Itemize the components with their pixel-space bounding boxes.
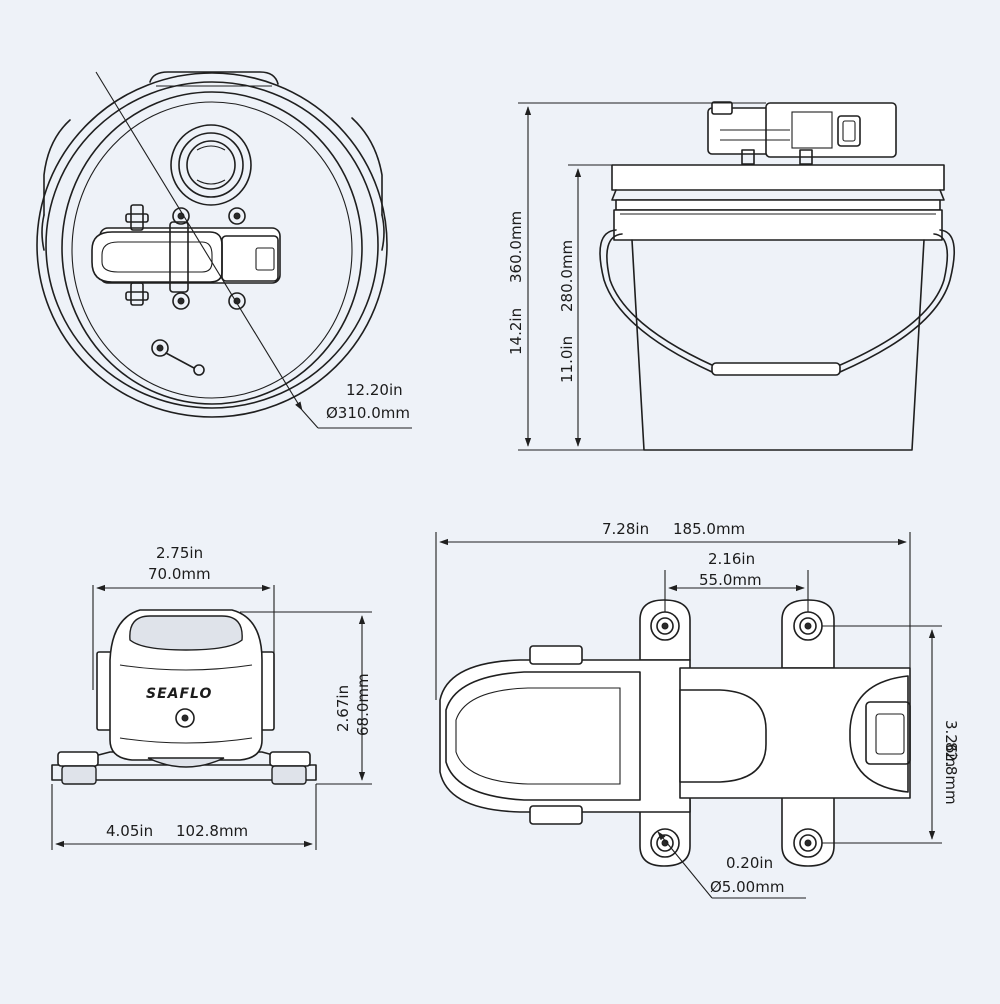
pump-motor: [439, 659, 691, 813]
diameter-in-label: 12.20in: [346, 381, 403, 399]
pump-base: [51, 764, 317, 781]
base-width-mm-label: 102.8mm: [176, 822, 248, 840]
diameter-leader: [95, 71, 303, 411]
pump-height-in-label: 2.67in: [334, 685, 352, 732]
bucket-height-mm-label: 280.0mm: [558, 240, 576, 312]
hole-dia-leader: [657, 831, 713, 899]
pump-front-view: SEAFLO 2.75in 70.0mm 2.67in 68.0mm 4.05i…: [51, 544, 372, 850]
bucket-top-view: 12.20in Ø310.0mm: [36, 71, 412, 429]
pump-top-view: 7.28in 185.0mm 2.16in 55.0mm 3.26in 82.8…: [435, 520, 960, 899]
pump-on-bucket: [707, 101, 897, 165]
mount-width-in-label: 3.26in: [942, 720, 960, 767]
bucket-rim: [613, 209, 943, 241]
diameter-mm-label: Ø310.0mm: [326, 404, 410, 422]
hole-spacing-mm-label: 55.0mm: [699, 571, 762, 589]
hole-spacing-in-label: 2.16in: [708, 550, 755, 568]
bucket-handle-top: [149, 71, 279, 85]
bucket-lid: [611, 164, 945, 191]
hole-dia-mm-label: Ø5.00mm: [710, 878, 784, 896]
bucket-outer-rim: [36, 72, 388, 418]
total-height-mm-label: 360.0mm: [507, 211, 525, 283]
pump-length-in-label: 7.28in: [602, 520, 649, 538]
bucket-handle: [599, 229, 956, 373]
lid-knob: [151, 339, 169, 357]
pump-width-mm-label: 70.0mm: [148, 565, 211, 583]
switch-port: [865, 701, 911, 765]
base-width-in-label: 4.05in: [106, 822, 153, 840]
mount-tab-top-left: [639, 599, 691, 661]
bucket-height-in-label: 11.0in: [558, 336, 576, 383]
pump-height-mm-label: 68.0mm: [354, 673, 372, 736]
mount-tab-bottom-right: [781, 795, 835, 867]
hole-dia-in-label: 0.20in: [726, 854, 773, 872]
total-height-in-label: 14.2in: [507, 308, 525, 355]
brand-logo: SEAFLO: [146, 686, 212, 702]
pump-length-mm-label: 185.0mm: [673, 520, 745, 538]
mount-width-mm-label: 82.8mm: [942, 742, 960, 805]
outlet-port: [170, 124, 252, 206]
pump-width-in-label: 2.75in: [156, 544, 203, 562]
bucket-side-view: 14.2in 360.0mm 11.0in 280.0mm: [507, 101, 956, 451]
